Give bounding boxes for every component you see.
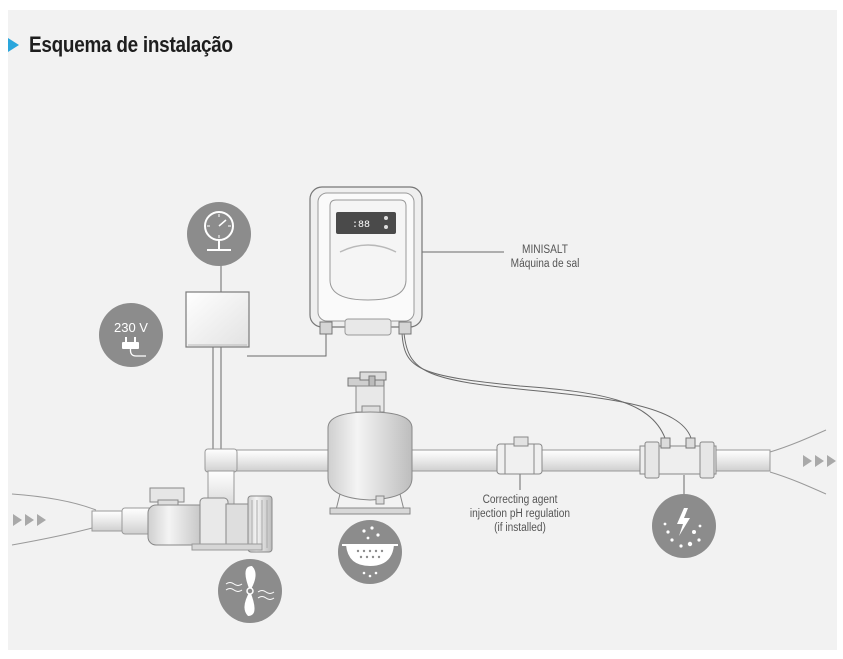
title-row: Esquema de instalação [8, 30, 266, 60]
correcting-agent-label: Correcting agent injection pH regulation… [463, 493, 577, 535]
correcting-agent-line2: injection pH regulation [469, 508, 571, 520]
electrolysis-cell-icon [652, 494, 716, 558]
power-supply-badge: 230 V [99, 303, 163, 367]
controller-display: :88 [352, 220, 370, 231]
title-arrow-icon [8, 38, 19, 52]
inlet-pipe [91, 507, 153, 535]
correcting-agent-line1: Correcting agent [482, 494, 558, 506]
ph-injection-fitting [496, 436, 543, 475]
minisalt-description: Máquina de sal [510, 258, 580, 270]
electrical-wires [212, 251, 692, 494]
minisalt-label: MINISALT Máquina de sal [505, 243, 584, 271]
water-flow-lines [11, 429, 827, 546]
plug-icon [122, 337, 146, 357]
pump [147, 487, 273, 553]
page-title: Esquema de instalação [29, 32, 233, 57]
junction-box [185, 291, 250, 348]
electrolysis-cell [639, 437, 717, 479]
sand-filter [327, 371, 413, 515]
pump-propeller-icon [218, 559, 282, 623]
pressure-gauge-icon [187, 202, 251, 266]
inflow-arrows-icon [13, 514, 46, 526]
minisalt-name: MINISALT [522, 244, 568, 256]
outflow-arrows-icon [803, 455, 836, 467]
voltage-label: 230 V [114, 320, 148, 335]
minisalt-controller: :88 [309, 186, 423, 336]
correcting-agent-line3: (if installed) [494, 522, 546, 534]
filter-colander-icon [338, 520, 402, 584]
